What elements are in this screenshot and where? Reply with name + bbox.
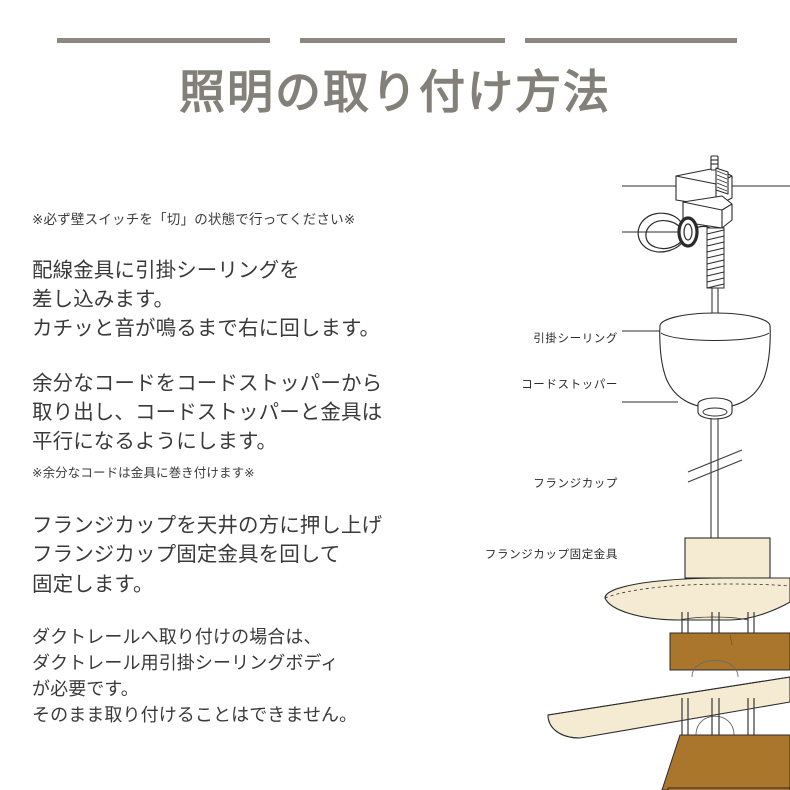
shade-tier-2-brown	[669, 632, 790, 671]
header-rule-right	[525, 38, 737, 43]
label-ceiling-rosette: 引掛シーリング	[533, 331, 618, 345]
cord-break-symbol	[687, 449, 743, 483]
coiled-cord	[706, 227, 725, 289]
lamp-top-housing	[684, 537, 771, 579]
flange-cup-part	[659, 312, 771, 409]
bulb-outline	[691, 660, 739, 736]
step-2-line-2: 取り出し、コードストッパーと金具は	[32, 399, 383, 424]
power-warning-text: ※必ず壁スイッチを「切」の状態で行ってください※	[32, 212, 356, 228]
step-1-line-1: 配線金具に引掛シーリングを	[32, 257, 300, 282]
shade-tier-4-brown	[660, 734, 790, 790]
flange-cup-bracket-part	[697, 397, 733, 420]
step-1-block: 配線金具に引掛シーリングを 差し込みます。 カチッと音が鳴るまで右に回します。	[32, 256, 432, 343]
label-flange-cup-bracket: フランジカップ固定金具	[484, 547, 618, 561]
step-3-line-2: フランジカップ固定金具を回して	[32, 542, 341, 567]
bulb-arc-upper	[691, 660, 739, 678]
step-4-line-4: そのまま取り付けることはできません。	[32, 704, 358, 726]
header-rule-left	[57, 38, 270, 43]
step-3-line-1: フランジカップを天井の方に押し上げ	[32, 513, 383, 538]
step-4-line-3: が必要です。	[32, 678, 139, 700]
shade-tier-4-slope	[661, 734, 790, 790]
cord-stopper-part	[637, 212, 717, 253]
lamp-installation-diagram: 引掛シーリング コードストッパー フランジカップ フランジカップ固定金具	[430, 150, 790, 790]
step-2-line-1: 余分なコードをコードストッパーから	[32, 370, 383, 395]
label-flange-cup: フランジカップ	[533, 476, 618, 490]
step-4-line-2: ダクトレール用引掛シーリングボディ	[32, 652, 339, 674]
page-title: 照明の取り付け方法	[179, 65, 611, 119]
cord-lower-segment	[710, 418, 719, 540]
rosette-hatching	[716, 170, 728, 192]
step-4-block: ダクトレールへ取り付けの場合は、 ダクトレール用引掛シーリングボディ が必要です…	[32, 625, 432, 729]
step-1-line-2: 差し込みます。	[32, 286, 175, 311]
shade-tier-1-body	[604, 577, 790, 621]
label-cord-stopper: コードストッパー	[521, 377, 618, 391]
lamp-diagram-svg	[547, 155, 790, 790]
step-2-note: ※余分なコードは金具に巻き付けます※	[32, 465, 255, 481]
shade-tier-1-cream	[604, 577, 790, 621]
step-3-block: フランジカップを天井の方に押し上げ フランジカップ固定金具を回して 固定します。	[32, 511, 432, 598]
instruction-column: ※必ず壁スイッチを「切」の状態で行ってください※ 配線金具に引掛シーリングを 差…	[32, 212, 432, 729]
shade-tier-3-cream	[547, 676, 790, 739]
step-1-line-3: カチッと音が鳴るまで右に回します。	[32, 315, 381, 340]
step-2-block: 余分なコードをコードストッパーから 取り出し、コードストッパーと金具は 平行にな…	[32, 369, 432, 485]
bulb-arc-lower	[695, 715, 735, 736]
step-4-line-1: ダクトレールへ取り付けの場合は、	[32, 626, 322, 648]
step-3-line-3: 固定します。	[32, 571, 154, 596]
flange-cup-body	[659, 325, 771, 409]
shade-struts-lower	[681, 698, 755, 738]
step-2-line-3: 平行になるようにします。	[32, 429, 278, 454]
header-rule-center	[300, 38, 505, 43]
lamp-housing-box	[684, 537, 771, 579]
